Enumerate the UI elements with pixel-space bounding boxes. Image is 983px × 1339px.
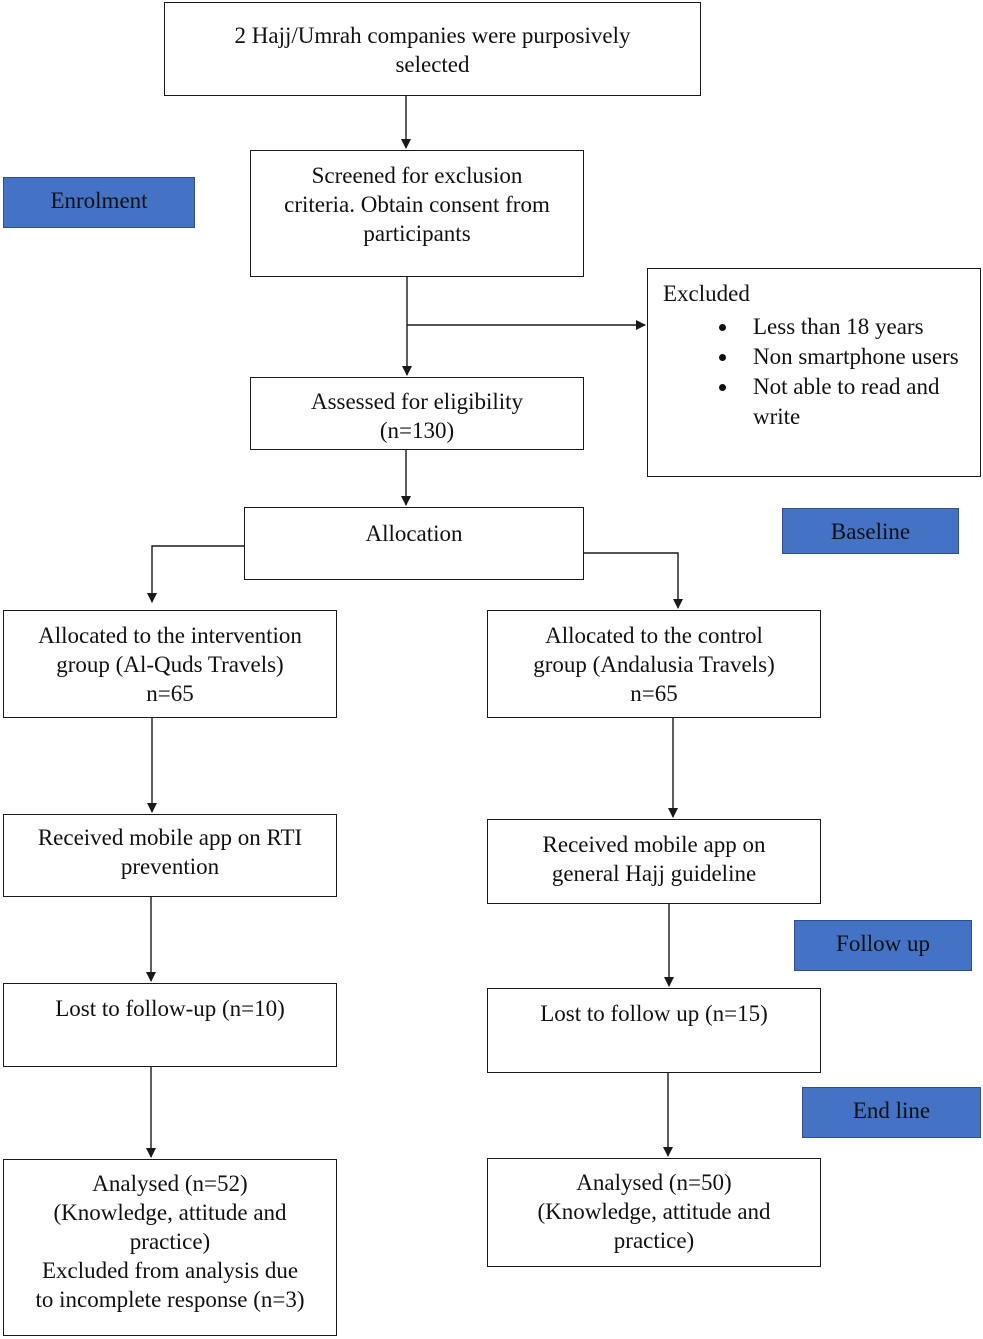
- control-received-line-2: general Hajj guideline: [551, 861, 757, 886]
- excluded-criteria-list: Less than 18 years Non smartphone users …: [663, 312, 980, 432]
- intervention-allocated-line-2: group (Al-Quds Travels): [56, 652, 284, 677]
- control-allocated-line-2: group (Andalusia Travels): [533, 652, 775, 677]
- control-lost-label: Lost to follow up (n=15): [540, 1001, 768, 1026]
- companies-box: 2 Hajj/Umrah companies were purposively …: [164, 2, 701, 96]
- excluded-box: Excluded Less than 18 years Non smartpho…: [647, 268, 981, 477]
- intervention-analysed-line-2: (Knowledge, attitude and: [53, 1200, 287, 1225]
- intervention-analysed-line-5: to incomplete response (n=3): [35, 1287, 305, 1312]
- intervention-allocated-line-3: n=65: [146, 681, 194, 706]
- assessed-box: Assessed for eligibility (n=130): [250, 377, 584, 450]
- control-allocated-box: Allocated to the control group (Andalusi…: [487, 610, 821, 718]
- intervention-allocated-line-1: Allocated to the intervention: [38, 623, 302, 648]
- stage-end-line: End line: [802, 1087, 981, 1138]
- assessed-line-1: Assessed for eligibility: [310, 389, 524, 414]
- control-lost-box: Lost to follow up (n=15): [487, 988, 821, 1073]
- screened-box: Screened for exclusion criteria. Obtain …: [250, 150, 584, 277]
- control-allocated-line-1: Allocated to the control: [545, 623, 763, 648]
- intervention-received-line-2: prevention: [120, 854, 220, 879]
- intervention-allocated-box: Allocated to the intervention group (Al-…: [3, 610, 337, 718]
- stage-enrolment: Enrolment: [3, 177, 195, 228]
- intervention-lost-box: Lost to follow-up (n=10): [3, 983, 337, 1067]
- control-analysed-line-3: practice): [613, 1228, 695, 1253]
- control-analysed-line-1: Analysed (n=50): [576, 1170, 732, 1195]
- stage-follow-up: Follow up: [794, 920, 972, 971]
- stage-baseline: Baseline: [782, 508, 959, 554]
- companies-line-1: 2 Hajj/Umrah companies were purposively: [234, 23, 631, 48]
- intervention-analysed-line-4: Excluded from analysis due: [41, 1258, 299, 1283]
- screened-line-1: Screened for exclusion: [311, 163, 523, 188]
- control-allocated-line-3: n=65: [630, 681, 678, 706]
- screened-line-3: participants: [363, 221, 471, 246]
- arrow-allocation-to-control: [584, 552, 683, 609]
- excluded-title: Excluded: [663, 281, 750, 306]
- excluded-item-age: Less than 18 years: [739, 312, 980, 342]
- intervention-lost-label: Lost to follow-up (n=10): [55, 996, 285, 1021]
- companies-line-2: selected: [395, 52, 470, 77]
- arrow-allocation-to-intervention: [147, 545, 244, 603]
- excluded-item-smartphone: Non smartphone users: [739, 342, 980, 372]
- intervention-analysed-line-3: practice): [129, 1229, 211, 1254]
- intervention-received-box: Received mobile app on RTI prevention: [3, 814, 337, 897]
- allocation-label: Allocation: [365, 521, 463, 546]
- excluded-item-literacy: Not able to read and write: [739, 372, 980, 432]
- control-analysed-line-2: (Knowledge, attitude and: [537, 1199, 771, 1224]
- screened-line-2: criteria. Obtain consent from: [284, 192, 550, 217]
- allocation-box: Allocation: [244, 507, 584, 580]
- control-analysed-box: Analysed (n=50) (Knowledge, attitude and…: [487, 1158, 821, 1267]
- intervention-analysed-box: Analysed (n=52) (Knowledge, attitude and…: [3, 1159, 337, 1336]
- intervention-received-line-1: Received mobile app on RTI: [37, 825, 303, 850]
- control-received-line-1: Received mobile app on: [542, 832, 766, 857]
- assessed-line-2: (n=130): [379, 418, 455, 443]
- intervention-analysed-line-1: Analysed (n=52): [92, 1171, 248, 1196]
- control-received-box: Received mobile app on general Hajj guid…: [487, 819, 821, 904]
